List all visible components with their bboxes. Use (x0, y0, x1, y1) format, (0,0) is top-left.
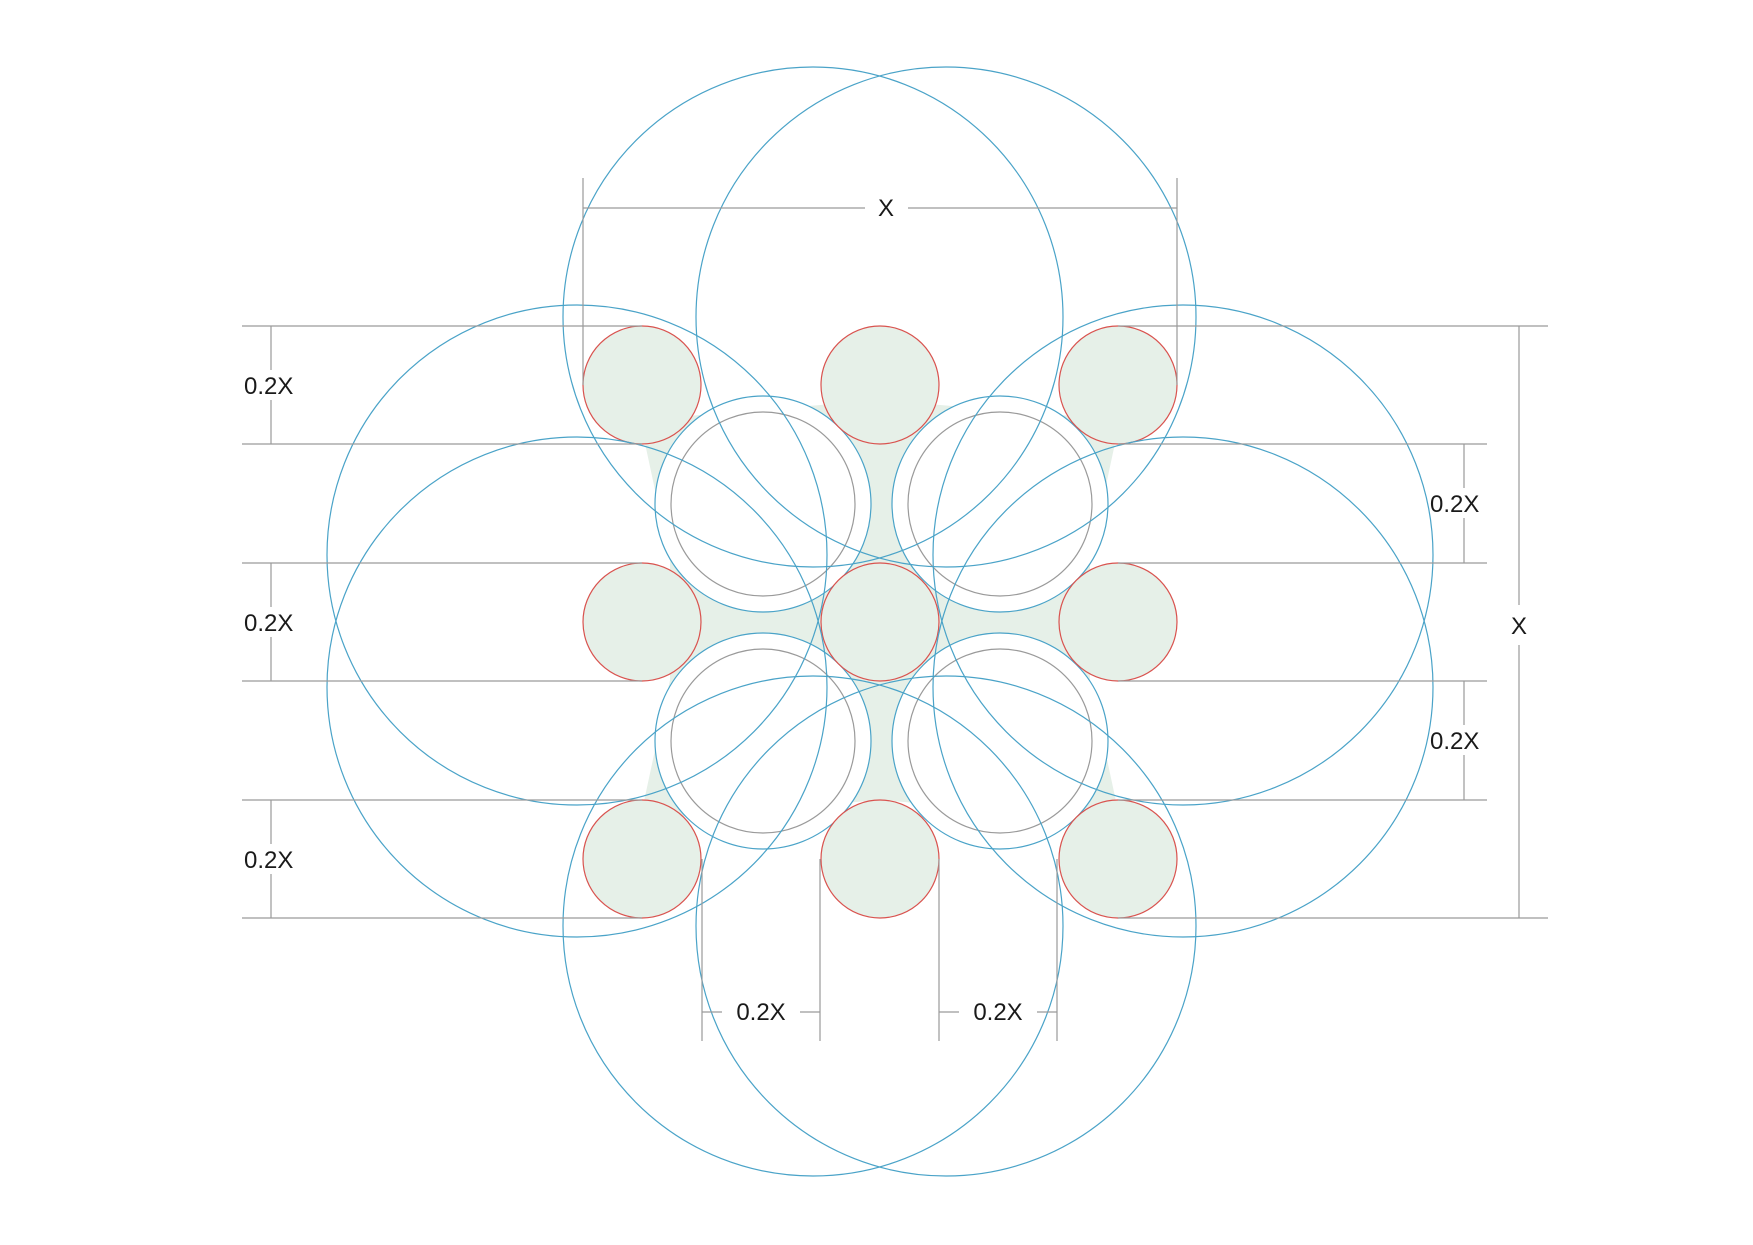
label-left-middle: 0.2X (244, 610, 293, 637)
dimension-labels: X X 0.2X 0.2X 0.2X 0.2X 0.2X 0.2X 0.2X (244, 195, 1527, 1026)
label-x-right: X (1511, 613, 1527, 640)
blue-circle-right-lower (932, 436, 1434, 938)
label-left-bottom: 0.2X (244, 847, 293, 874)
label-bottom-right: 0.2X (973, 999, 1022, 1026)
large-blue-circles (326, 66, 1434, 1177)
red-circle-9 (1058, 799, 1178, 919)
blue-circle-bottom-left (562, 675, 1064, 1177)
red-circle-8 (820, 799, 940, 919)
dimension-lines (242, 178, 1548, 1041)
label-right-upper: 0.2X (1430, 491, 1479, 518)
blue-circle-right-upper (932, 304, 1434, 806)
label-bottom-left: 0.2X (736, 999, 785, 1026)
red-circle-1 (582, 325, 702, 445)
red-circle-2 (820, 325, 940, 445)
red-circle-4 (582, 562, 702, 682)
red-circle-7 (582, 799, 702, 919)
red-circle-5 (820, 562, 940, 682)
inner-white-circles (654, 395, 1109, 850)
label-x-top: X (878, 195, 894, 222)
red-circles (582, 325, 1178, 919)
label-left-top: 0.2X (244, 373, 293, 400)
blue-circle-top-left (562, 66, 1064, 568)
red-circle-3 (1058, 325, 1178, 445)
blue-circle-bottom-right (695, 675, 1197, 1177)
blue-circle-left-lower (326, 436, 828, 938)
label-right-lower: 0.2X (1430, 728, 1479, 755)
blue-circle-left-upper (326, 304, 828, 806)
blue-circle-top-right (695, 66, 1197, 568)
inner-circle-top-right-inner (907, 411, 1093, 597)
inner-circle-top-left-inner (670, 411, 856, 597)
red-circle-6 (1058, 562, 1178, 682)
